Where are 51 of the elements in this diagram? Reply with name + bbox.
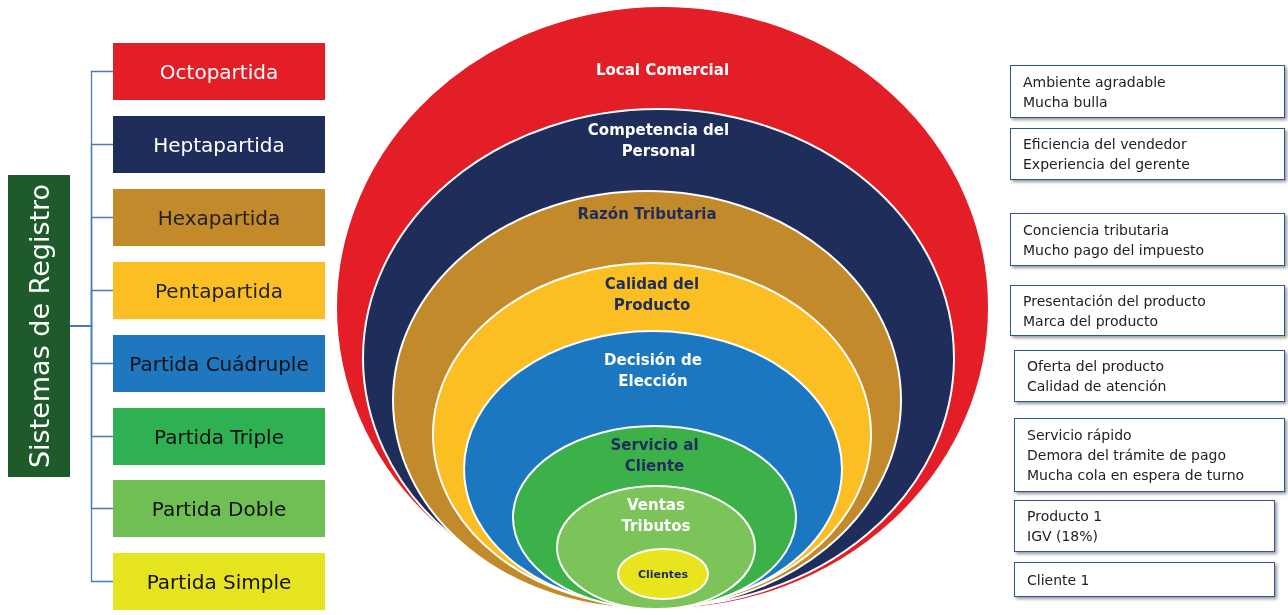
nested-circle	[617, 548, 709, 600]
nested-circle	[463, 330, 843, 608]
category-box: Partida Doble	[113, 480, 325, 537]
nested-circle	[335, 5, 990, 610]
category-box: Octopartida	[113, 43, 325, 100]
circle-label: Clientes	[637, 567, 689, 583]
nested-circle	[362, 108, 955, 608]
note-line: Mucha bulla	[1023, 92, 1109, 112]
note-line: Ambiente agradable	[1023, 72, 1167, 92]
note-line: Mucho pago del impuesto	[1023, 240, 1205, 260]
circle-label: Competencia del Personal	[586, 120, 731, 162]
nested-circle	[432, 262, 872, 607]
note-line: Oferta del producto	[1027, 357, 1166, 376]
note-line: Producto 1	[1027, 507, 1104, 526]
circle-label: Razón Tributaria	[577, 204, 717, 225]
note-line: Presentación del producto	[1023, 291, 1207, 311]
note-line: Eficiencia del vendedor	[1023, 135, 1188, 154]
nested-circle	[556, 485, 756, 610]
bar-title: Sistemas de Registro	[23, 183, 55, 469]
note-card	[1014, 562, 1275, 597]
note-card	[1014, 500, 1275, 552]
note-line: IGV (18%)	[1027, 527, 1100, 546]
note-line: Experiencia del gerente	[1023, 155, 1191, 174]
note-card	[1014, 350, 1285, 402]
note-line: Marca del producto	[1023, 311, 1160, 331]
category-box: Partida Simple	[113, 553, 325, 610]
category-box: Partida Triple	[113, 408, 325, 465]
note-line: Conciencia tributaria	[1023, 220, 1171, 240]
note-card	[1014, 418, 1285, 492]
circle-label: Ventas Tributos	[620, 495, 692, 537]
note-card	[1010, 128, 1285, 180]
note-card	[1010, 65, 1285, 118]
note-card	[1010, 285, 1285, 336]
title-bar	[8, 175, 70, 477]
circle-label: Servicio al Cliente	[609, 435, 700, 477]
note-line: Calidad de atención	[1027, 377, 1168, 396]
connector-line	[69, 325, 114, 583]
note-line: Demora del trámite de pago	[1027, 446, 1227, 465]
category-box: Heptapartida	[113, 116, 325, 173]
category-box: Pentapartida	[113, 262, 325, 319]
nested-circle	[392, 190, 902, 610]
note-line: Servicio rápido	[1027, 426, 1133, 445]
category-box: Partida Cuádruple	[113, 335, 325, 392]
circle-label: Calidad del Producto	[603, 274, 701, 316]
nested-circle	[512, 425, 797, 610]
circle-label: Decisión de Elección	[603, 350, 703, 392]
note-card	[1010, 213, 1285, 266]
note-line: Cliente 1	[1027, 570, 1091, 590]
note-line: Mucha cola en espera de turno	[1027, 466, 1246, 485]
circle-label: Local Comercial	[595, 60, 730, 81]
category-box: Hexapartida	[113, 189, 325, 246]
